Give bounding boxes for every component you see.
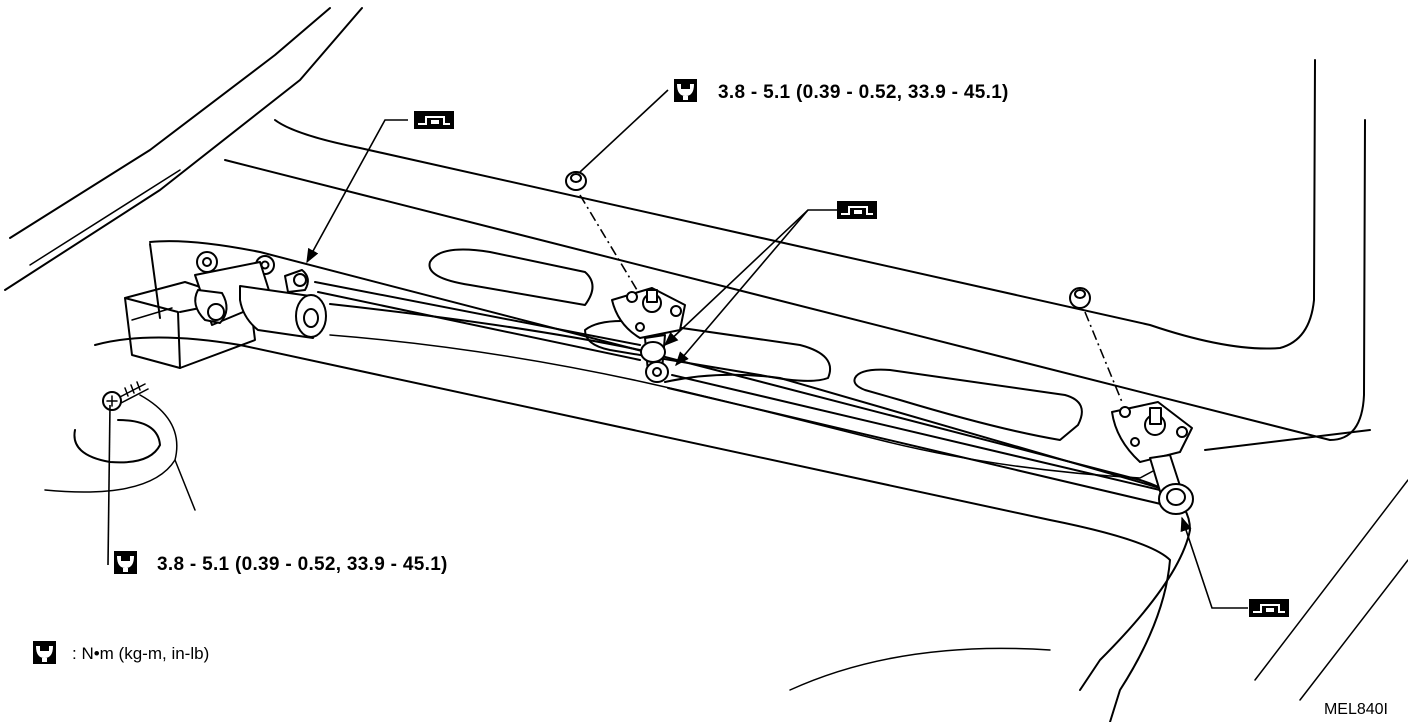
assembly-center-lines xyxy=(579,194,1123,403)
center-pivot xyxy=(565,171,686,383)
wiper-motor xyxy=(194,251,327,339)
torque-wrench-icon xyxy=(674,79,697,102)
cowl-panel xyxy=(44,240,1191,722)
torque-wrench-icon xyxy=(114,551,137,574)
grease-point-icon xyxy=(1248,598,1290,618)
leader-lines xyxy=(107,89,1248,609)
torque-callout-top: 3.8 - 5.1 (0.39 - 0.52, 33.9 - 45.1) xyxy=(674,79,1009,103)
grease-point-icon xyxy=(836,200,878,220)
grease-point-icon xyxy=(413,110,455,130)
torque-value-bottom: 3.8 - 5.1 (0.39 - 0.52, 33.9 - 45.1) xyxy=(157,554,448,575)
vehicle-body-outline xyxy=(4,7,1408,701)
torque-value-top: 3.8 - 5.1 (0.39 - 0.52, 33.9 - 45.1) xyxy=(718,82,1009,103)
legend-text: : N•m (kg-m, in-lb) xyxy=(72,644,209,663)
torque-callout-bottom: 3.8 - 5.1 (0.39 - 0.52, 33.9 - 45.1) xyxy=(114,551,448,575)
legend: : N•m (kg-m, in-lb) xyxy=(33,641,209,664)
torque-wrench-icon xyxy=(33,641,56,664)
motor-mounting-bolt xyxy=(102,381,149,411)
right-pivot xyxy=(1069,287,1194,515)
wiper-link-rods xyxy=(314,281,1166,506)
diagram-code: MEL840I xyxy=(1324,701,1388,718)
